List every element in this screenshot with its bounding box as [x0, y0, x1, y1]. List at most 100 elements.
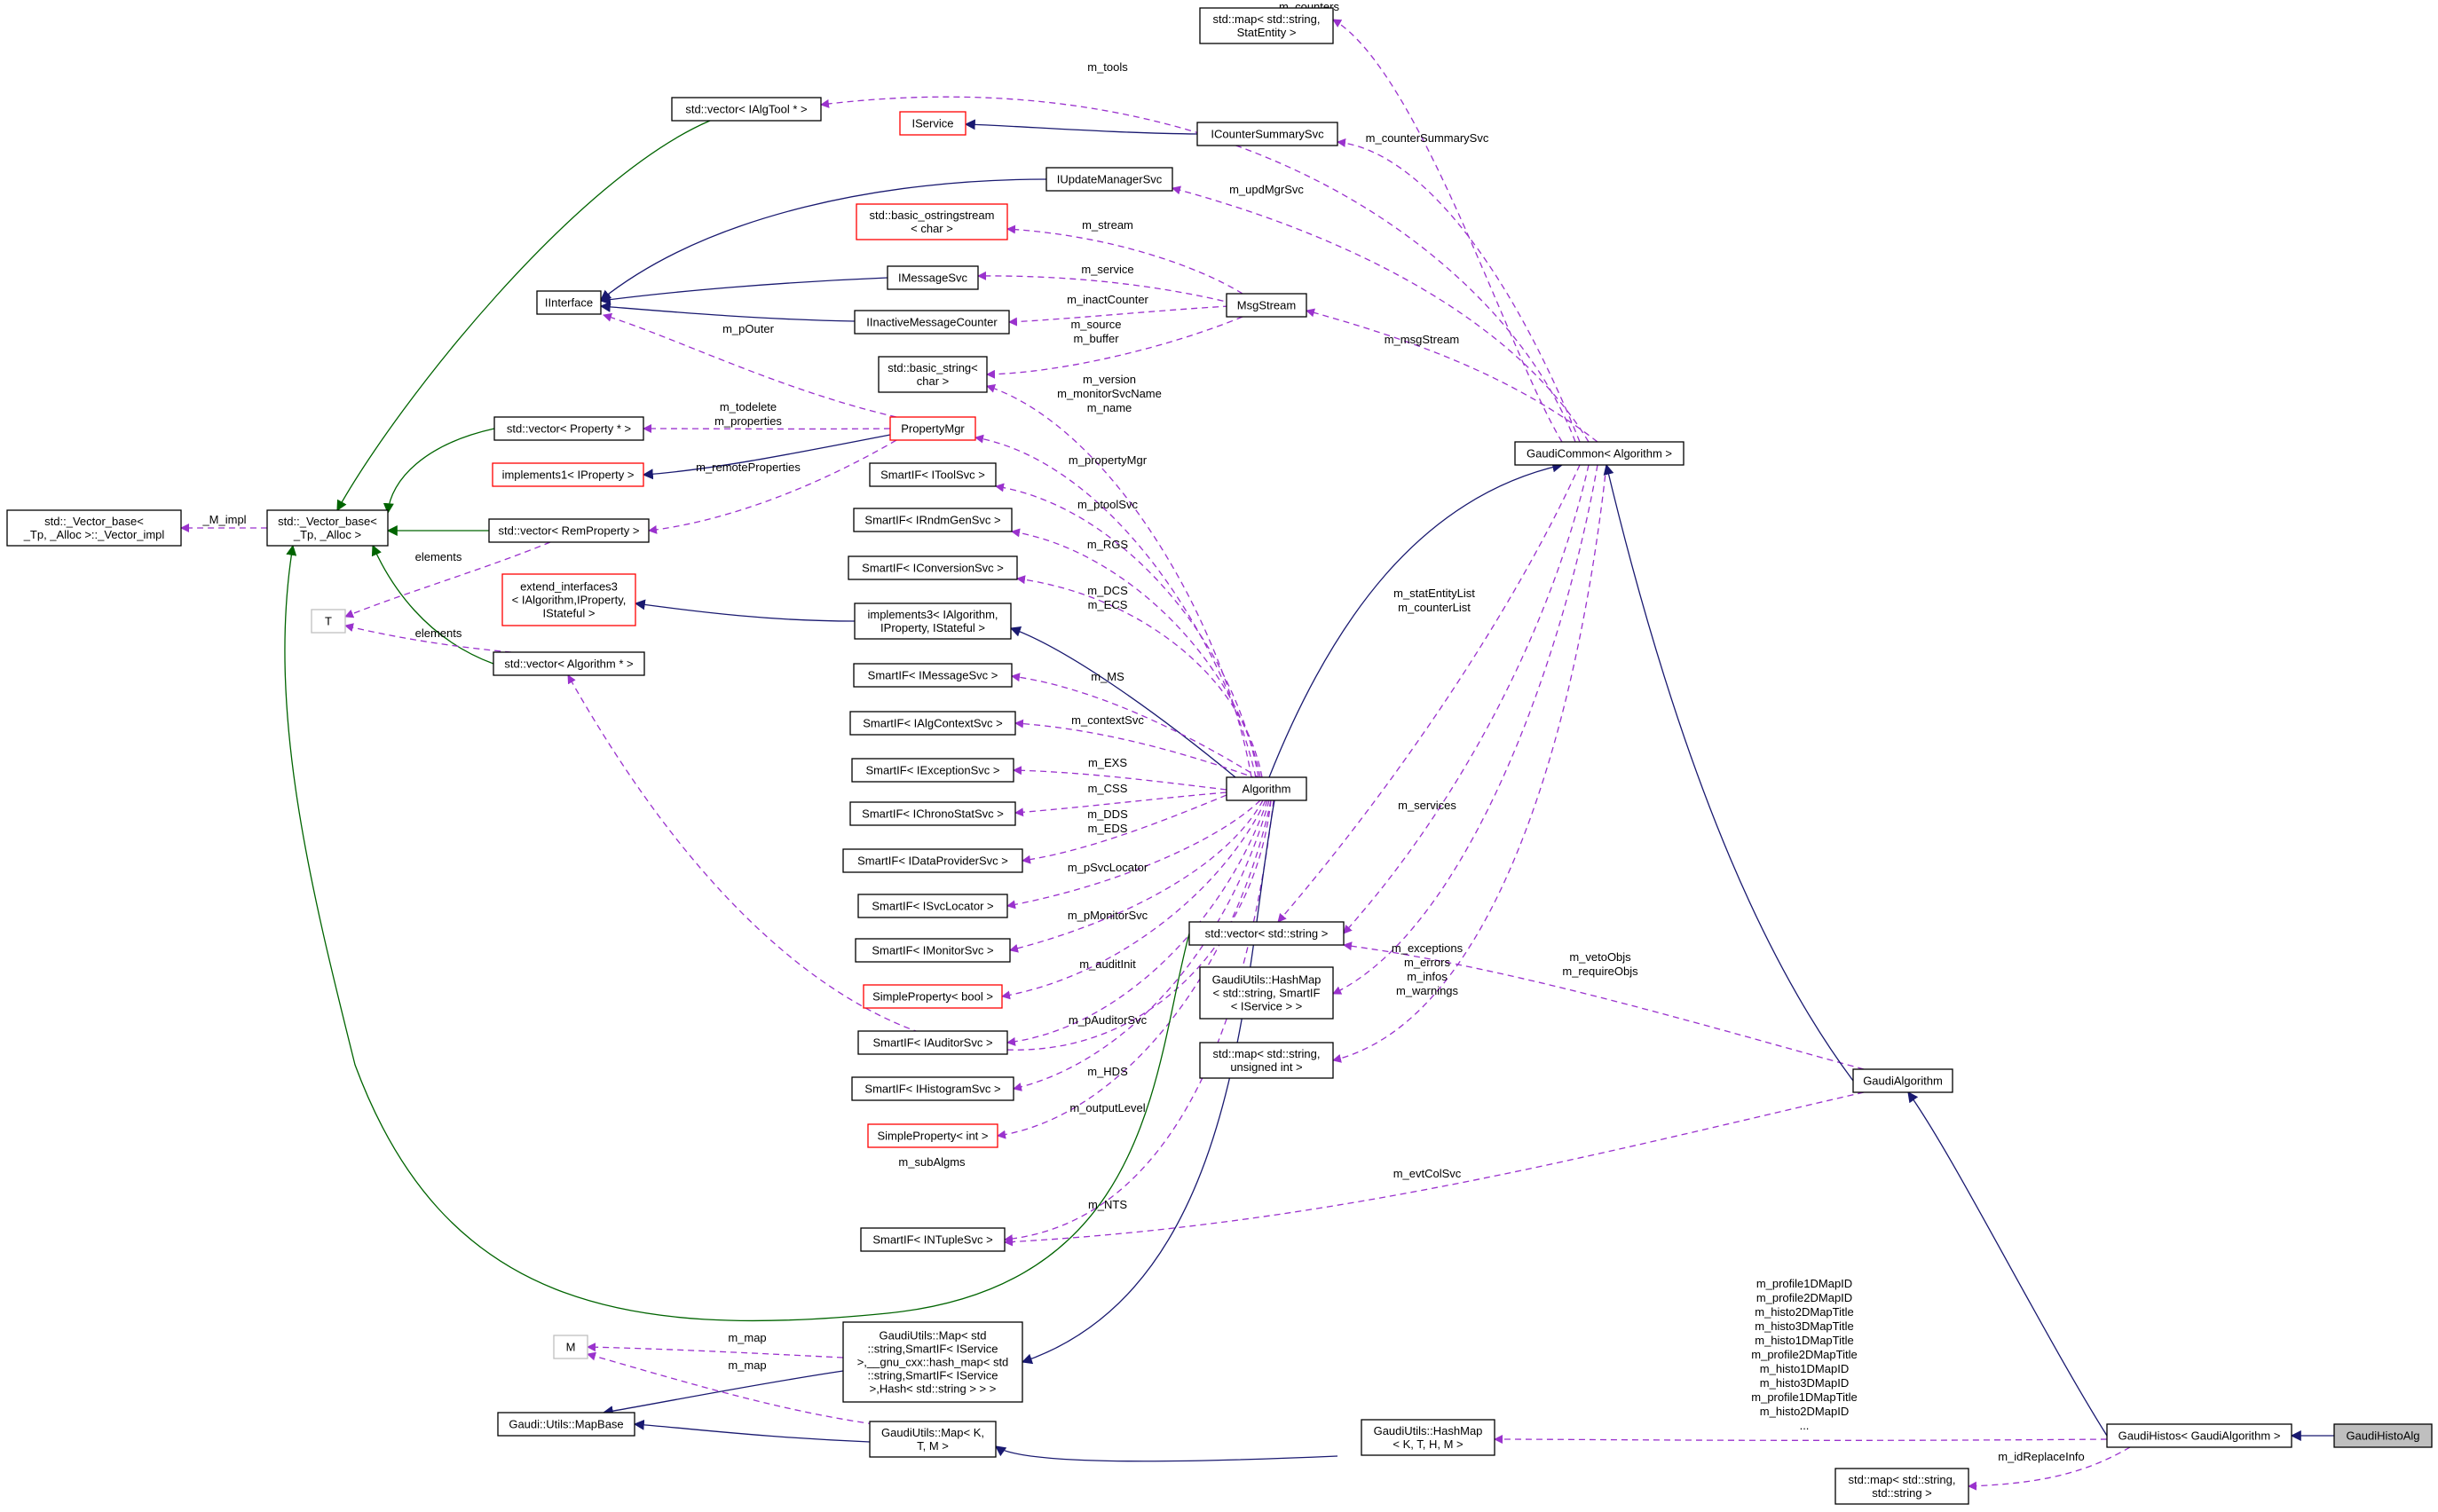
node-iinactivemessagecounter[interactable]: IInactiveMessageCounter — [854, 310, 1010, 335]
edge-label-m-histo-maps: m_histo3DMapID — [1760, 1376, 1849, 1390]
node-simpleproperty-bool[interactable]: SimpleProperty< bool > — [863, 984, 1003, 1009]
edge-label-m-dcs-ecs: m_ECS — [1088, 598, 1128, 611]
node-label: IMessageSvc — [898, 272, 968, 285]
edge-label-m-histo-maps: m_histo2DMapID — [1760, 1405, 1849, 1418]
node-smartif-iauditorsvc[interactable]: SmartIF< IAuditorSvc > — [857, 1030, 1008, 1055]
edge-label-m-todelete-properties: m_todelete — [720, 400, 777, 413]
inherit-edge — [599, 301, 856, 322]
node-smartif-isvclocator[interactable]: SmartIF< ISvcLocator > — [857, 894, 1008, 918]
node-label: std::basic_string< — [888, 361, 978, 374]
node-label: std::vector< RemProperty > — [499, 524, 640, 538]
edge-label-m-map-2: m_map — [728, 1358, 766, 1372]
node-smartif-idataprovidersvc[interactable]: SmartIF< IDataProviderSvc > — [842, 848, 1023, 873]
node-smartif-ihistogramsvc[interactable]: SmartIF< IHistogramSvc > — [851, 1076, 1014, 1101]
inherit-edge — [1907, 1091, 2108, 1437]
node-imessagesvc[interactable]: IMessageSvc — [887, 265, 979, 290]
node-msgstream[interactable]: MsgStream — [1226, 293, 1307, 318]
usage-edge — [1011, 528, 1261, 778]
node-hashmap-service[interactable]: GaudiUtils::HashMap< std::string, SmartI… — [1199, 966, 1334, 1020]
node-algorithm[interactable]: Algorithm — [1226, 776, 1307, 801]
edge-label-m-stream: m_stream — [1082, 218, 1133, 232]
node-smartif-intuplesvc[interactable]: SmartIF< INTupleSvc > — [860, 1227, 1006, 1252]
node-vec-string[interactable]: std::vector< std::string > — [1188, 921, 1345, 946]
node-iinterface[interactable]: IInterface — [536, 290, 602, 315]
usage-edge — [974, 434, 1257, 778]
node-iservice[interactable]: IService — [899, 111, 967, 136]
node-smartif-ialgcontextsvc[interactable]: SmartIF< IAlgContextSvc > — [849, 711, 1016, 736]
node-basic-string[interactable]: std::basic_string<char > — [878, 356, 988, 393]
node-gaudiutils-map-ktm[interactable]: GaudiUtils::Map< K,T, M > — [869, 1421, 997, 1458]
edge-label-m-version-names: m_version — [1083, 373, 1136, 386]
node-smartif-imessagesvc[interactable]: SmartIF< IMessageSvc > — [853, 663, 1013, 688]
node-hashmap-kthm[interactable]: GaudiUtils::HashMap< K, T, H, M > — [1361, 1419, 1495, 1456]
node-gaudihistos[interactable]: GaudiHistos< GaudiAlgorithm > — [2106, 1423, 2292, 1448]
node-gaudicommon[interactable]: GaudiCommon< Algorithm > — [1514, 441, 1685, 466]
usage-edge — [1332, 464, 1607, 1063]
usage-edge — [977, 271, 1235, 304]
node-label: std::basic_ostringstream — [870, 209, 995, 222]
node-vector-base-impl[interactable]: std::_Vector_base<_Tp, _Alloc >::_Vector… — [6, 509, 182, 547]
node-label: IService — [912, 117, 954, 130]
node-iupdatemanagersvc[interactable]: IUpdateManagerSvc — [1045, 167, 1173, 192]
node-basic-ostringstream[interactable]: std::basic_ostringstream< char > — [856, 203, 1008, 240]
usage-edge — [1337, 138, 1581, 443]
usage-edge — [1014, 791, 1227, 817]
node-label: GaudiHistoAlg — [2346, 1429, 2419, 1443]
inherit-edge — [995, 1445, 1338, 1462]
node-vector-base[interactable]: std::_Vector_base<_Tp, _Alloc > — [266, 509, 389, 547]
node-label: SmartIF< IExceptionSvc > — [865, 764, 999, 777]
usage-edge — [1006, 224, 1243, 295]
edge-label-m-ptoolsvc: m_ptoolSvc — [1077, 498, 1138, 511]
usage-edge — [1004, 799, 1274, 1244]
usage-edge — [1014, 719, 1288, 791]
usage-edge — [1011, 673, 1279, 791]
node-smartif-ichronostatsvc[interactable]: SmartIF< IChronoStatSvc > — [849, 801, 1016, 826]
usage-edge — [1009, 799, 1264, 953]
node-mapbase[interactable]: Gaudi::Utils::MapBase — [497, 1412, 635, 1437]
usage-edge — [1172, 185, 1590, 443]
node-smartif-irndmgensvc[interactable]: SmartIF< IRndmGenSvc > — [853, 508, 1013, 532]
node-vec-remproperty[interactable]: std::vector< RemProperty > — [488, 518, 650, 543]
usage-edge — [1013, 766, 1227, 791]
node-icountersummarysvc[interactable]: ICounterSummarySvc — [1196, 122, 1338, 146]
inherit-edge — [1268, 461, 1564, 778]
node-label: std::map< std::string, — [1848, 1473, 1955, 1486]
node-label: _Tp, _Alloc > — [293, 528, 361, 541]
usage-edge — [567, 674, 1272, 1051]
node-smartif-imonitorsvc[interactable]: SmartIF< IMonitorSvc > — [855, 938, 1011, 963]
node-vec-algorithm[interactable]: std::vector< Algorithm * > — [493, 651, 645, 676]
node-map-statentity[interactable]: std::map< std::string,StatEntity > — [1199, 7, 1334, 44]
node-label: GaudiUtils::Map< std — [879, 1329, 986, 1343]
node-extend-interfaces3[interactable]: extend_interfaces3< IAlgorithm,IProperty… — [501, 573, 636, 626]
node-gaudiutils-map-full[interactable]: GaudiUtils::Map< std::string,SmartIF< IS… — [842, 1321, 1023, 1403]
node-label: < K, T, H, M > — [1393, 1437, 1463, 1451]
node-gaudihistoalg[interactable]: GaudiHistoAlg — [2333, 1423, 2433, 1448]
node-simpleproperty-int[interactable]: SimpleProperty< int > — [867, 1123, 998, 1148]
usage-edge — [1006, 799, 1261, 910]
node-label: SmartIF< IConversionSvc > — [862, 562, 1004, 575]
inherit-edge — [633, 1419, 871, 1443]
edge-label-m-auditinit: m_auditInit — [1079, 957, 1136, 971]
node-m[interactable]: M — [553, 1335, 588, 1359]
node-map-string-string[interactable]: std::map< std::string,std::string > — [1834, 1468, 1969, 1505]
node-gaudialgorithm[interactable]: GaudiAlgorithm — [1852, 1068, 1953, 1093]
node-smartif-iconversionsvc[interactable]: SmartIF< IConversionSvc > — [848, 555, 1018, 580]
node-vec-ialgtool[interactable]: std::vector< IAlgTool * > — [671, 97, 822, 122]
node-label: SimpleProperty< bool > — [872, 990, 993, 1004]
node-implements3[interactable]: implements3< IAlgorithm,IProperty, IStat… — [854, 602, 1012, 640]
edge-label-m-propertymgr: m_propertyMgr — [1069, 453, 1148, 467]
node-vec-property[interactable]: std::vector< Property * > — [493, 416, 644, 441]
node-propertymgr[interactable]: PropertyMgr — [889, 416, 976, 441]
node-label: std::vector< IAlgTool * > — [685, 103, 807, 116]
node-implements1[interactable]: implements1< IProperty > — [492, 462, 644, 487]
edge-label-m-histo-maps: ... — [1800, 1419, 1810, 1432]
usage-edge — [603, 312, 897, 418]
node-label: SmartIF< IMessageSvc > — [868, 669, 998, 682]
node-smartif-iexceptionsvc[interactable]: SmartIF< IExceptionSvc > — [851, 758, 1014, 783]
node-label: implements1< IProperty > — [502, 469, 635, 482]
node-t[interactable]: T — [311, 609, 346, 634]
node-smartif-itoolsvc[interactable]: SmartIF< IToolSvc > — [869, 462, 997, 487]
node-map-string-uint[interactable]: std::map< std::string,unsigned int > — [1199, 1042, 1334, 1079]
node-label: SmartIF< IHistogramSvc > — [864, 1083, 1000, 1096]
edge-label-m-exceptions-group: m_exceptions — [1392, 941, 1464, 955]
